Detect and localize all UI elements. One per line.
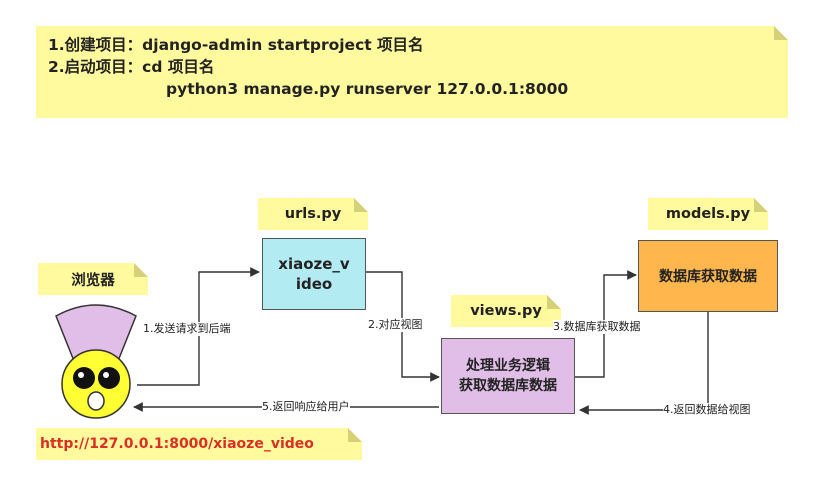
- urls-label-text: urls.py: [284, 206, 342, 222]
- edge-3-label: 3.数据库获取数据: [553, 320, 641, 334]
- urls-label: urls.py: [258, 198, 368, 230]
- url-note: http://127.0.0.1:8000/xiaoze_video: [36, 428, 362, 460]
- instruction-line-3: python3 manage.py runserver 127.0.0.1:80…: [166, 80, 569, 98]
- views-function-box: 处理业务逻辑 获取数据库数据: [441, 338, 575, 414]
- models-function-box: 数据库获取数据: [638, 240, 778, 312]
- instruction-line-1: 1.创建项目：django-admin startproject 项目名: [48, 36, 424, 54]
- edge-5-label: 5.返回响应给用户: [262, 400, 350, 414]
- models-label: models.py: [648, 198, 768, 230]
- edge-2-label: 2.对应视图: [368, 318, 423, 332]
- instructions-note: 1.创建项目：django-admin startproject 项目名 2.启…: [36, 26, 788, 118]
- edge-1-label: 1.发送请求到后端: [143, 322, 231, 336]
- instruction-line-2: 2.启动项目：cd 项目名: [48, 58, 215, 76]
- urls-function-box: xiaoze_v ideo: [262, 238, 366, 310]
- browser-label: 浏览器: [38, 263, 148, 295]
- views-label-text: views.py: [470, 303, 542, 319]
- views-label: views.py: [451, 295, 561, 327]
- browser-icon: [55, 304, 137, 419]
- models-label-text: models.py: [665, 206, 751, 222]
- url-text: http://127.0.0.1:8000/xiaoze_video: [40, 436, 314, 452]
- browser-label-text: 浏览器: [71, 272, 115, 289]
- edge-4-label: 4.返回数据给视图: [663, 403, 751, 417]
